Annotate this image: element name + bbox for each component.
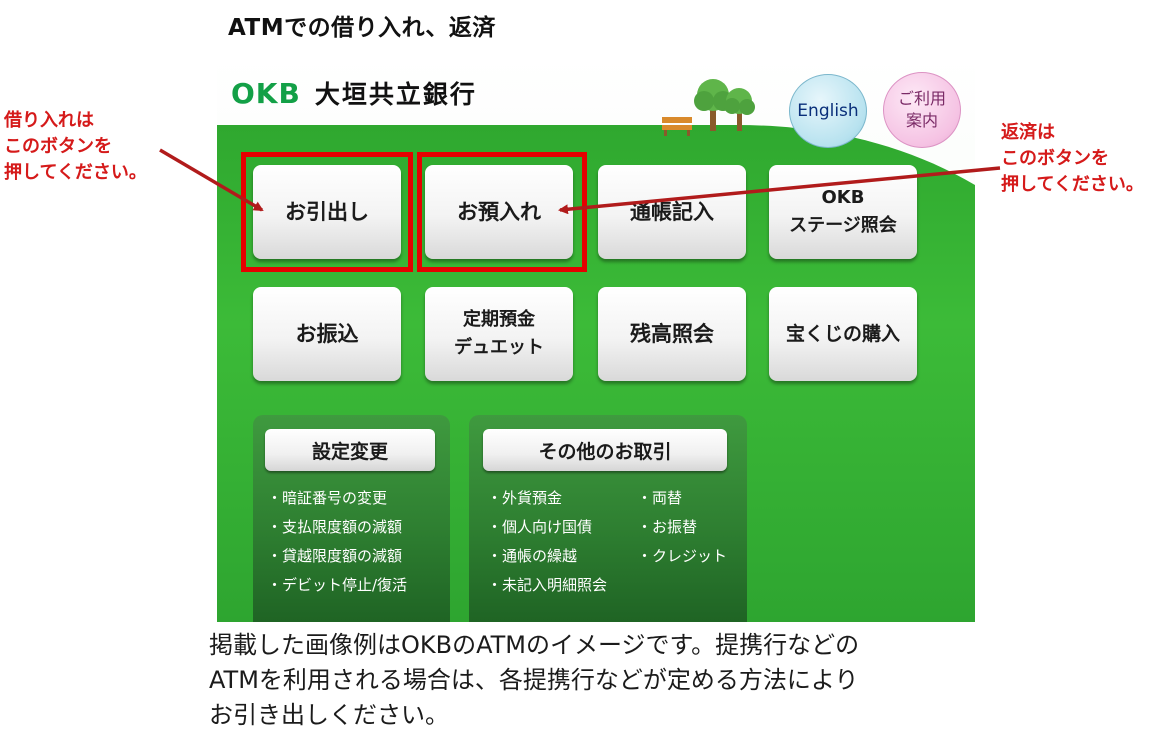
- passbook-update-button[interactable]: 通帳記入: [598, 165, 746, 259]
- list-item: ・支払限度額の減額: [267, 518, 403, 536]
- page-title: ATMでの借り入れ、返済: [228, 15, 496, 41]
- borrow-arrow-icon: [159, 148, 264, 212]
- withdraw-highlight-frame: [241, 152, 413, 272]
- settings-item-list: ・暗証番号の変更 ・支払限度額の減額 ・貸越限度額の減額 ・デビット停止/復活: [267, 484, 407, 600]
- deposit-highlight-frame: [417, 152, 587, 272]
- bank-name: 大垣共立銀行: [314, 80, 477, 109]
- list-item: ・通帳の繰越: [487, 547, 578, 565]
- other-transactions-panel: その他のお取引 ・外貨預金 ・個人向け国債 ・通帳の繰越 ・未記入明細照会 ・両…: [469, 415, 747, 622]
- caption-line: 掲載した画像例はOKBのATMのイメージです。提携行などの: [209, 631, 860, 659]
- list-item: ・両替: [637, 489, 683, 507]
- other-items-left-list: ・外貨預金 ・個人向け国債 ・通帳の繰越 ・未記入明細照会: [487, 484, 607, 600]
- list-item: ・未記入明細照会: [487, 576, 608, 594]
- list-item: ・クレジット: [637, 547, 728, 565]
- list-item: ・貸越限度額の減額: [267, 547, 403, 565]
- repay-arrow-icon: [558, 166, 1001, 215]
- other-items-right-list: ・両替 ・お振替 ・クレジット: [637, 484, 727, 571]
- withdraw-button[interactable]: お引出し: [253, 165, 401, 259]
- transfer-button[interactable]: お振込: [253, 287, 401, 381]
- caption-line: お引き出しください。: [209, 701, 449, 729]
- lottery-purchase-button[interactable]: 宝くじの購入: [769, 287, 917, 381]
- english-button[interactable]: English: [789, 74, 867, 148]
- settings-panel: 設定変更 ・暗証番号の変更 ・支払限度額の減額 ・貸越限度額の減額 ・デビット停…: [253, 415, 450, 622]
- borrow-instruction-note: 借り入れは このボタンを 押してください。: [4, 110, 147, 183]
- okb-stage-inquiry-button[interactable]: OKB ステージ照会: [769, 165, 917, 259]
- list-item: ・個人向け国債: [487, 518, 593, 536]
- list-item: ・デビット停止/復活: [267, 576, 408, 594]
- caption-line: ATMを利用される場合は、各提携行などが定める方法により: [209, 666, 859, 694]
- list-item: ・お振替: [637, 518, 698, 536]
- time-deposit-duet-button[interactable]: 定期預金 デュエット: [425, 287, 573, 381]
- list-item: ・暗証番号の変更: [267, 489, 388, 507]
- balance-inquiry-button[interactable]: 残高照会: [598, 287, 746, 381]
- other-transactions-button[interactable]: その他のお取引: [483, 429, 727, 471]
- repay-instruction-note: 返済は このボタンを 押してください。: [1001, 122, 1144, 195]
- usage-guide-button[interactable]: ご利用 案内: [883, 72, 961, 148]
- settings-change-button[interactable]: 設定変更: [265, 429, 435, 471]
- deposit-button[interactable]: お預入れ: [425, 165, 573, 259]
- logo-mark: OKB: [231, 76, 301, 110]
- tree-icon: [694, 79, 755, 131]
- bench-icon: [662, 117, 692, 136]
- caption: 掲載した画像例はOKBのATMのイメージです。提携行などの ATMを利用される場…: [209, 628, 1009, 733]
- okb-logo: OKB 大垣共立銀行: [231, 75, 477, 111]
- list-item: ・外貨預金: [487, 489, 563, 507]
- atm-screen: OKB 大垣共立銀行 English ご利用 案内 お引出し お預入れ 通帳記入…: [217, 57, 975, 622]
